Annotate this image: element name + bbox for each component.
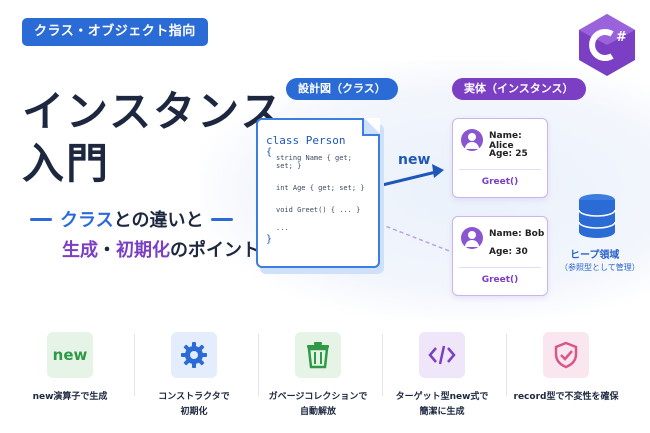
divider — [459, 267, 541, 268]
feature-label-line: record型で不変性を確保 — [513, 392, 619, 402]
csharp-logo: # — [579, 14, 635, 76]
subtitle-init: 初期化 — [116, 240, 170, 261]
code-close-brace: } — [266, 234, 273, 245]
gear-icon-box — [171, 332, 217, 378]
feature-label-line: new演算子で生成 — [32, 392, 108, 402]
instance-label: 実体（インスタンス） — [452, 78, 586, 100]
feature-label-line: ターゲット型new式で — [395, 392, 489, 402]
dash-right — [211, 217, 234, 221]
shield-check-icon-box — [543, 332, 589, 378]
database-icon — [578, 194, 616, 238]
category-tag: クラス・オブジェクト指向 — [22, 18, 208, 46]
instance-age: Age: 30 — [489, 247, 528, 257]
divider — [134, 334, 135, 396]
feature-label: record型で不変性を確保 — [506, 390, 626, 405]
subtitle-line-2: 生成・初期化のポイント — [62, 236, 260, 262]
subtitle-line-1: クラスとの違いと — [30, 206, 234, 232]
dash-left — [30, 217, 52, 221]
instance-method: Greet() — [481, 275, 519, 285]
feature-label-line: 簡潔に生成 — [419, 407, 465, 417]
feature-target-typed-new: ターゲット型new式で 簡潔に生成 — [382, 332, 502, 420]
feature-label: コンストラクタで 初期化 — [134, 390, 254, 420]
feature-label-line: コンストラクタで — [158, 392, 230, 402]
instance-age: Age: 25 — [489, 149, 528, 159]
feature-label: new演算子で生成 — [10, 390, 130, 405]
divider — [506, 334, 507, 396]
person-icon — [461, 129, 483, 151]
instance-card: Name: Bob Age: 30 Greet() — [452, 216, 548, 296]
feature-label-line: 初期化 — [180, 407, 208, 417]
trash-icon — [307, 342, 329, 369]
code-icon — [428, 345, 456, 365]
code-ellipsis: ... — [276, 224, 289, 232]
code-name-property: string Name { get; set; } — [276, 154, 352, 170]
feature-label: ガベージコレクションで 自動解放 — [258, 390, 378, 420]
gear-icon — [181, 342, 207, 368]
code-greet-method: void Greet() { ... } — [276, 206, 361, 214]
feature-constructor: コンストラクタで 初期化 — [134, 332, 254, 420]
divider — [258, 334, 259, 396]
feature-new: new new演算子で生成 — [10, 332, 130, 405]
instance-card: Name: Alice Age: 25 Greet() — [452, 118, 548, 198]
code-class-line: class Person — [266, 134, 346, 147]
person-icon — [461, 227, 483, 249]
csharp-logo-text: # — [616, 30, 627, 45]
instance-method: Greet() — [481, 177, 519, 187]
divider — [459, 169, 541, 170]
heap-note: （参照型として管理） — [560, 263, 640, 272]
feature-label-line: ガベージコレクションで — [268, 392, 368, 402]
class-label: 設計図（クラス） — [286, 78, 398, 100]
title-line-2: 入門 — [22, 139, 111, 188]
code-icon-box — [419, 332, 465, 378]
subtitle-point: のポイント — [170, 240, 260, 261]
heap-title: ヒープ領域 — [570, 250, 620, 261]
subtitle-dot: ・ — [98, 240, 116, 261]
feature-label-line: 自動解放 — [299, 407, 336, 417]
subtitle-class: クラス — [60, 210, 114, 231]
title-line-1: インスタンス — [22, 87, 285, 136]
feature-label: ターゲット型new式で 簡潔に生成 — [382, 390, 502, 420]
page-fold-icon — [362, 118, 380, 136]
new-arrow-label: new — [398, 152, 431, 168]
subtitle-diff: との違いと — [113, 210, 204, 231]
instance-name: Name: Bob — [489, 229, 545, 239]
shield-check-icon — [554, 341, 578, 369]
trash-icon-box — [295, 332, 341, 378]
feature-gc: ガベージコレクションで 自動解放 — [258, 332, 378, 420]
feature-record: record型で不変性を確保 — [506, 332, 626, 405]
subtitle-create: 生成 — [62, 240, 98, 261]
code-age-property: int Age { get; set; } — [276, 184, 365, 192]
new-icon: new — [47, 332, 93, 378]
class-document: class Person { string Name { get; set; }… — [256, 118, 380, 268]
divider — [382, 334, 383, 396]
code-open-brace: { — [266, 147, 273, 158]
instance-name: Name: Alice — [489, 131, 522, 151]
